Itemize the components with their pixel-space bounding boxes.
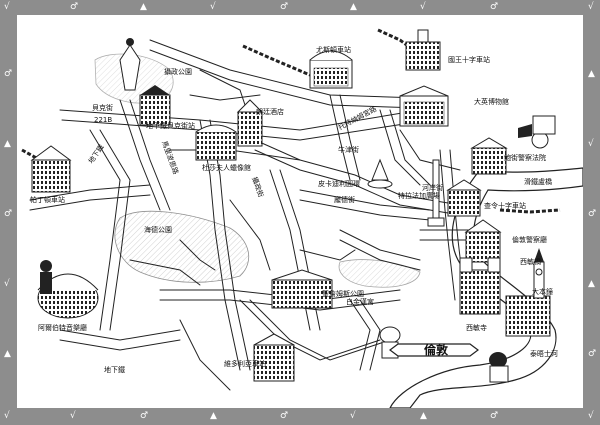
- ornament-right-1: ▲: [588, 69, 595, 79]
- label-bond: 龐德街: [334, 195, 355, 204]
- title-banner: [389, 343, 479, 357]
- label-westminster: 西敏寺: [466, 323, 487, 332]
- label-charing-cross: 查令十字車站: [484, 201, 526, 210]
- ornament-bottom-4: ♂: [280, 411, 289, 421]
- carriage-illustration: [518, 115, 556, 149]
- langham-hotel: [236, 99, 264, 147]
- gentleman-figure: [40, 260, 52, 294]
- label-trafalgar: 特拉法加廣場: [398, 191, 440, 200]
- label-underground-bottom: 地下鐵: [104, 365, 125, 374]
- label-paddington: 帕丁頓車站: [30, 195, 65, 204]
- baker-221b-house: [139, 85, 171, 126]
- scotland-yard: [464, 219, 502, 263]
- label-buckingham: 白金漢宮: [346, 297, 374, 306]
- madame-tussauds: [195, 124, 237, 161]
- label-kings-cross: 國王十字車站: [448, 55, 490, 64]
- victoria-station: [253, 333, 295, 382]
- ornament-top-4: ♂: [280, 2, 289, 12]
- lady-figure: [119, 38, 141, 91]
- ornament-right-4: ▲: [588, 279, 595, 289]
- map-area: 倫敦 攝政公園 尤斯頓車站 國王十字車站 貝克街 221B 地下鐵貝克街站 朗廷…: [17, 15, 583, 408]
- label-british-museum: 大英博物館: [474, 97, 509, 106]
- label-oxford: 牛津街: [338, 145, 359, 154]
- westminster-abbey: [459, 257, 501, 315]
- watson-figure: [489, 352, 509, 383]
- ornament-left-1: ♂: [4, 69, 13, 79]
- ornament-bottom-3: ▲: [210, 411, 217, 421]
- ornament-corner-tl: √: [4, 2, 10, 12]
- nelson-column: [427, 159, 445, 227]
- ornament-top-7: ♂: [490, 2, 499, 12]
- label-albert-hall: 阿爾伯特音樂廳: [38, 323, 87, 332]
- ornament-right-3: ♂: [588, 209, 597, 219]
- label-strand: 河岸街: [422, 183, 443, 192]
- ornament-top-6: √: [420, 2, 426, 12]
- ornament-corner-br: √: [588, 411, 594, 421]
- label-st-james: 聖詹姆斯公園: [322, 289, 364, 298]
- ornament-right-2: √: [588, 139, 594, 149]
- ornament-corner-bl: √: [4, 411, 10, 421]
- buckingham-palace: [271, 269, 333, 309]
- label-thames: 泰晤士河: [530, 349, 558, 358]
- ornament-left-5: ▲: [4, 349, 11, 359]
- label-westminster-bridge: 西敏橋: [520, 257, 541, 266]
- label-baker-station: 地下鐵貝克街站: [146, 121, 195, 130]
- label-hyde-park: 海德公園: [144, 225, 172, 234]
- label-piccadilly: 皮卡迪利圓環: [318, 179, 360, 188]
- map-title: 倫敦: [424, 342, 449, 357]
- paddington-station: [30, 145, 72, 193]
- eros-statue: [367, 158, 393, 189]
- ornament-top-3: √: [210, 2, 216, 12]
- ornament-corner-tr: √: [588, 2, 594, 12]
- label-baker-221b: 221B: [94, 116, 112, 124]
- label-langham: 朗廷酒店: [256, 107, 284, 116]
- label-regent: 攝政街: [250, 176, 266, 199]
- label-marylebone: 馬里波恩路: [160, 140, 180, 176]
- kings-cross-station: [405, 29, 441, 71]
- ornament-bottom-5: √: [350, 411, 356, 421]
- ornament-right-5: ♂: [588, 349, 597, 359]
- label-big-ben: 大本鐘: [532, 287, 553, 296]
- label-baker-street: 貝克街: [92, 103, 113, 112]
- euston-station: [309, 50, 353, 89]
- label-underground-left: 地下鐵: [86, 143, 105, 165]
- charing-cross-station: [446, 179, 482, 217]
- ornament-left-3: ♂: [4, 209, 13, 219]
- ornament-top-2: ▲: [140, 2, 147, 12]
- ornament-bottom-1: √: [70, 411, 76, 421]
- ornament-top-5: ▲: [350, 2, 357, 12]
- ornament-top-1: ♂: [70, 2, 79, 12]
- ornament-bottom-2: ♂: [140, 411, 149, 421]
- british-museum: [399, 85, 449, 127]
- london-map: 倫敦 攝政公園 尤斯頓車站 國王十字車站 貝克街 221B 地下鐵貝克街站 朗廷…: [21, 28, 583, 408]
- ornament-left-4: √: [4, 279, 10, 289]
- big-ben-parliament: [505, 248, 551, 337]
- label-victoria: 維多利亞車站: [224, 359, 266, 368]
- label-regents-park: 攝政公園: [164, 67, 192, 76]
- bow-street-court: [470, 137, 508, 175]
- label-madame-tussauds: 杜莎夫人蠟像館: [202, 163, 251, 172]
- label-waterloo-bridge: 滑鐵盧橋: [524, 177, 552, 186]
- label-bow-street: 鮑街警察法院: [504, 153, 546, 162]
- ornament-left-2: ▲: [4, 139, 11, 149]
- ornament-bottom-7: ♂: [490, 411, 499, 421]
- label-scotland-yard: 倫敦警察廳: [512, 235, 547, 244]
- ornament-bottom-6: ▲: [420, 411, 427, 421]
- label-euston: 尤斯頓車站: [316, 45, 351, 54]
